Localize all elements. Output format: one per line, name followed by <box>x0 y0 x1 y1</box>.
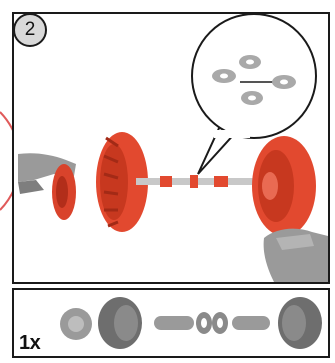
washer-icon <box>212 55 296 105</box>
step-number-badge: 2 <box>13 13 47 47</box>
right-wheel-icon <box>252 136 316 236</box>
left-hand-icon <box>18 153 76 194</box>
left-wheel-icon <box>96 132 148 232</box>
quantity-label: 1x <box>19 332 41 354</box>
part-wheel-left <box>98 297 142 349</box>
parts-list-panel <box>12 288 330 358</box>
part-wheel-right <box>278 297 322 349</box>
axle-icon <box>136 175 262 188</box>
part-hubcap <box>60 308 92 340</box>
part-axle-piece-2 <box>232 316 270 330</box>
part-axle-piece <box>154 316 194 330</box>
part-washer <box>196 312 228 334</box>
assembly-illustration <box>18 14 328 282</box>
hubcap-icon <box>52 164 76 220</box>
right-hand-icon <box>263 228 328 282</box>
detail-callout-icon <box>191 14 317 175</box>
parts-illustration <box>60 297 322 349</box>
instruction-panel <box>12 12 330 284</box>
